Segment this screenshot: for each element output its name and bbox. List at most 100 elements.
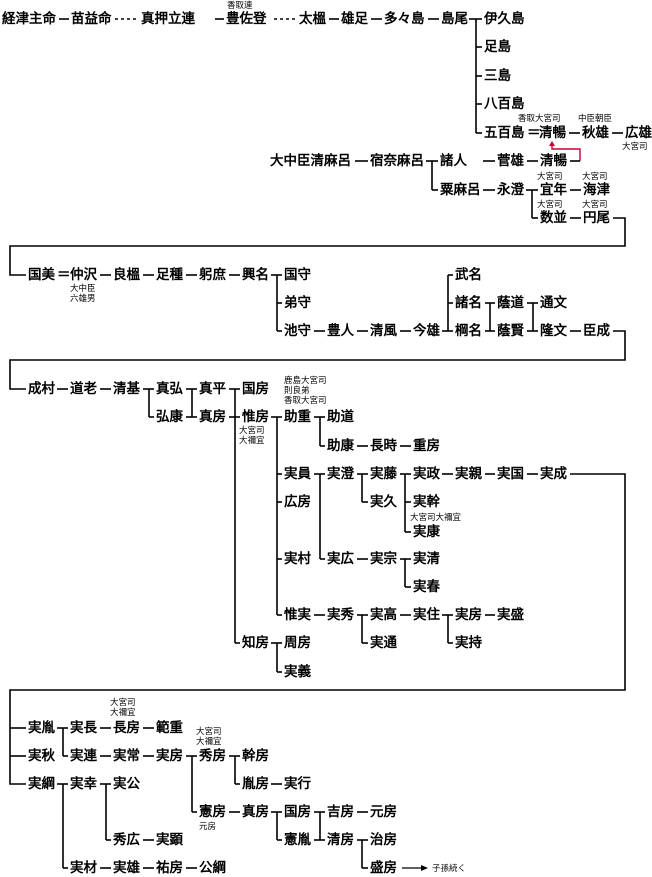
person-norifusa: 憲房: [199, 804, 226, 820]
person-sanemoto: 実幹: [413, 494, 440, 510]
person-toyohito: 豊人: [327, 323, 354, 339]
person-sanemori: 実盛: [497, 607, 524, 623]
person-awamaro: 粟麻呂: [440, 182, 481, 198]
person-korefusa: 惟房: [242, 409, 269, 425]
note-korefusa-2: 大禰宜: [239, 436, 265, 446]
note-madoo: 大宮司: [582, 200, 608, 210]
person-motofusa: 幹房: [242, 748, 269, 764]
person-futomoyu: 太榲: [299, 11, 326, 27]
person-tsugina: 棡名: [455, 323, 482, 339]
person-okata: 蔭賢: [497, 323, 524, 339]
person-ashitane: 足種: [156, 267, 183, 283]
person-sanemune: 実宗: [370, 551, 397, 567]
person-sugao: 菅雄: [497, 153, 524, 169]
person-morona: 諸名: [455, 295, 482, 311]
person-motofusa-2: 元房: [370, 804, 397, 820]
person-koresane: 惟実: [284, 607, 311, 623]
person-sukemichi: 助道: [327, 409, 354, 425]
person-kaitsu: 海津: [583, 182, 610, 198]
person-saneyoshi: 実義: [284, 664, 311, 680]
note-norifusa: 元房: [199, 822, 217, 832]
person-sanetsune: 実常: [113, 748, 140, 764]
person-sanekiyo: 実清: [413, 551, 440, 567]
note-kiyonaga: 香取大宮司: [518, 114, 561, 124]
person-maoshi: 真押立連: [141, 11, 195, 27]
person-noritane: 憲胤: [284, 832, 311, 848]
person-ominori: 蔭道: [497, 295, 524, 311]
person-naemasu: 苗益命: [71, 11, 112, 27]
person-sanefuji: 実藤: [370, 466, 397, 482]
person-sanemitsu: 実通: [370, 635, 397, 651]
person-sanetsuna: 実綱: [28, 776, 55, 792]
person-saneo-2: 実雄: [113, 860, 140, 876]
equals-mark: ＝: [527, 125, 541, 141]
person-kunimori: 国守: [284, 267, 311, 283]
person-norishige: 範重: [156, 720, 183, 736]
person-mafusa-2: 真房: [242, 804, 269, 820]
person-hirofusa: 広房: [284, 494, 311, 510]
note-kaitsu: 大宮司: [582, 172, 608, 182]
person-kiyokaze: 清風: [370, 323, 397, 339]
person-sanehisa: 実久: [370, 494, 397, 510]
note-nagafusa-1: 大宮司: [110, 698, 136, 708]
cross-link-arrow: [549, 141, 555, 146]
person-kiyomoto: 清基: [113, 381, 140, 397]
person-tanefusa: 胤房: [242, 776, 269, 792]
person-yoshimoyu: 良榲: [113, 267, 140, 283]
person-sanekuni-1: 実国: [497, 466, 524, 482]
person-kintsuna: 公綱: [199, 860, 226, 876]
person-sanemasa: 実政: [413, 466, 440, 482]
person-sanekimi: 実公: [113, 776, 140, 792]
person-harufusa: 治房: [370, 832, 397, 848]
person-sanemoto-2: 実材: [70, 860, 97, 876]
person-tatashima: 多々島: [384, 11, 425, 27]
person-hidehiro: 秀広: [113, 832, 140, 848]
person-shigefusa: 重房: [413, 438, 440, 454]
person-keizushu: 経津主命: [2, 11, 56, 27]
person-sanenari: 実成: [540, 466, 567, 482]
person-kiyofusa: 清房: [327, 832, 354, 848]
note-korefusa-1: 大宮司: [239, 426, 265, 436]
person-michifumi: 通文: [540, 295, 567, 311]
person-tomofusa: 知房: [242, 635, 269, 651]
person-yoshifusa: 吉房: [327, 804, 354, 820]
person-hiroo: 広雄: [625, 125, 652, 141]
person-morohito: 諸人: [440, 153, 467, 169]
person-kiyomaro: 大中臣清麻呂: [270, 153, 351, 169]
note-sukeshige-2: 則良弟: [284, 386, 310, 396]
person-kunifusa: 国房: [242, 381, 269, 397]
person-sanekazu: 実員: [284, 466, 311, 482]
person-mafusa: 真房: [199, 409, 226, 425]
person-yaoshima: 八百島: [484, 96, 525, 112]
person-sanenaga: 実長: [70, 720, 97, 736]
note-nagafusa-2: 大禰宜: [110, 708, 136, 718]
person-saneaki-2: 実顕: [156, 832, 183, 848]
person-nakazawa: 仲沢: [70, 267, 97, 283]
connector-line: [9, 330, 626, 390]
person-kunimi: 国美: [28, 267, 55, 283]
person-sukefusa: 祐房: [156, 860, 183, 876]
person-isho: 躬庶: [199, 267, 226, 283]
person-mahira: 真平: [199, 381, 226, 397]
person-akio: 秋雄: [582, 125, 609, 141]
person-sanemura: 実村: [284, 551, 311, 567]
person-shimao: 島尾: [441, 11, 468, 27]
person-sanefusa-1: 実房: [455, 607, 482, 623]
person-sanesachi: 実幸: [70, 776, 97, 792]
note-tosa: 香取連: [227, 1, 253, 11]
continuation-arrow-head: [421, 865, 428, 871]
person-omnari: 臣成: [583, 323, 610, 339]
person-otomori: 弟守: [284, 295, 311, 311]
person-hidefusa: 秀房: [199, 748, 226, 764]
person-nagafusa: 長房: [113, 720, 140, 736]
person-saneyuki: 実行: [284, 776, 311, 792]
person-ikushima: 伊久島: [484, 11, 525, 27]
person-sanehide: 実秀: [327, 607, 354, 623]
note-nakazawa-1: 大中臣: [70, 284, 96, 294]
person-oashi: 雄足: [341, 11, 368, 27]
person-sanetsura: 実連: [70, 748, 97, 764]
note-sukeshige-1: 鹿島大宮司: [284, 376, 327, 386]
person-takena: 武名: [455, 267, 482, 283]
note-nakazawa-2: 六雄男: [70, 294, 96, 304]
